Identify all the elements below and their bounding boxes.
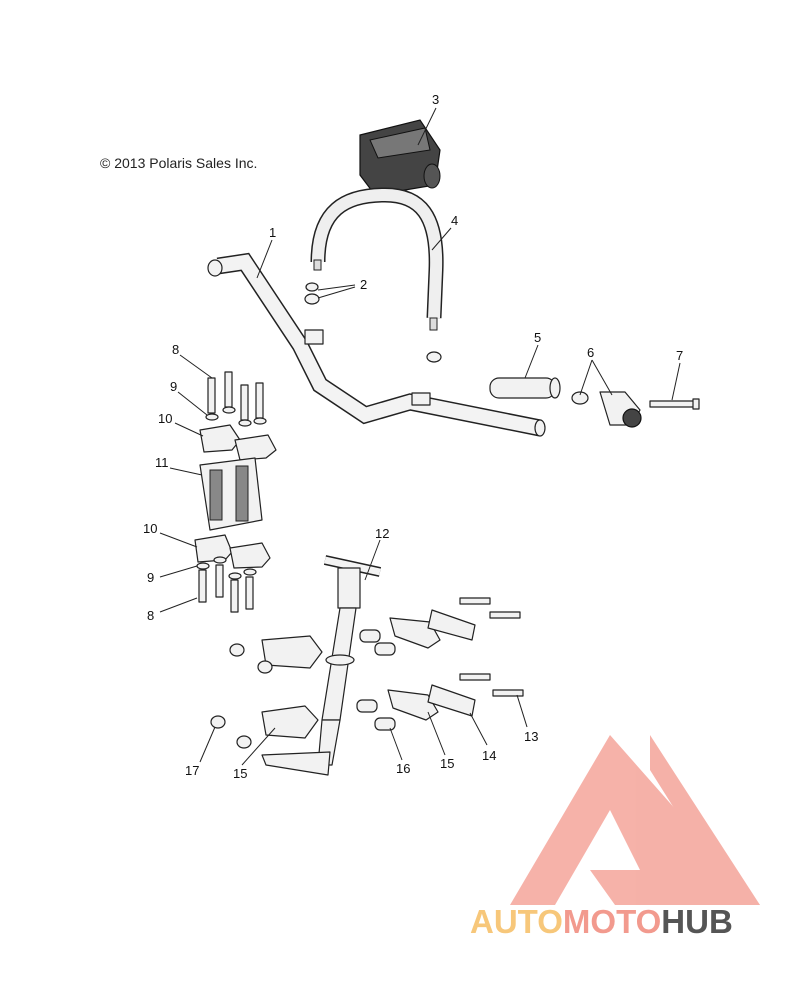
logo-triangle xyxy=(510,735,760,905)
callout-15-left: 15 xyxy=(233,766,247,781)
part-8-bolts-bottom xyxy=(198,564,254,613)
callout-6: 6 xyxy=(587,345,594,360)
part-1-handlebar xyxy=(207,252,546,437)
callout-14: 14 xyxy=(482,748,496,763)
part-7-bolt xyxy=(649,398,700,410)
callout-15-right: 15 xyxy=(440,756,454,771)
copyright-text: © 2013 Polaris Sales Inc. xyxy=(100,155,258,171)
part-9-washers-top xyxy=(205,406,267,427)
callout-labels: 1 2 3 4 5 6 7 8 9 10 11 10 9 8 12 13 14 … xyxy=(143,92,683,781)
logo-hub: HUB xyxy=(661,903,733,940)
callout-5: 5 xyxy=(534,330,541,345)
part-9-washers-bottom xyxy=(196,556,257,580)
callout-9-bottom: 9 xyxy=(147,570,154,585)
part-4-crossbar xyxy=(310,187,444,363)
part-16-bushings xyxy=(356,629,396,731)
callout-3: 3 xyxy=(432,92,439,107)
callout-13: 13 xyxy=(524,729,538,744)
callout-10-top: 10 xyxy=(158,411,172,426)
part-15-block-lower-left xyxy=(261,705,319,739)
callout-4: 4 xyxy=(451,213,458,228)
callout-9-top: 9 xyxy=(170,379,177,394)
callout-8-top: 8 xyxy=(172,342,179,357)
leader-lines xyxy=(159,107,681,766)
part-13-bolts xyxy=(459,597,524,697)
logo-wordmark: AUTOMOTOHUB xyxy=(470,903,733,941)
part-15-block-upper-right xyxy=(389,617,441,649)
callout-2: 2 xyxy=(360,277,367,292)
part-5-grip xyxy=(489,377,561,399)
part-15-block-lower-right xyxy=(387,689,439,721)
logo-auto: AUTO xyxy=(470,903,563,940)
callout-16: 16 xyxy=(396,761,410,776)
logo-moto: MOTO xyxy=(562,903,662,940)
part-3-pad xyxy=(359,119,441,196)
callout-1: 1 xyxy=(269,225,276,240)
callout-8-bottom: 8 xyxy=(147,608,154,623)
part-12-steering-post xyxy=(261,555,382,776)
part-2-nuts xyxy=(304,282,320,305)
callout-17: 17 xyxy=(185,763,199,778)
callout-7: 7 xyxy=(676,348,683,363)
part-10-clamp-top xyxy=(199,424,277,461)
callout-11: 11 xyxy=(155,455,169,470)
part-11-riser xyxy=(199,457,263,531)
part-10-clamp-bottom xyxy=(194,534,271,569)
part-6-bar-end xyxy=(571,391,642,428)
part-14-plates xyxy=(427,609,476,717)
callout-10-bottom: 10 xyxy=(143,521,157,536)
part-17-nuts xyxy=(210,643,273,749)
part-8-bolts-top xyxy=(207,371,264,421)
callout-12: 12 xyxy=(375,526,389,541)
